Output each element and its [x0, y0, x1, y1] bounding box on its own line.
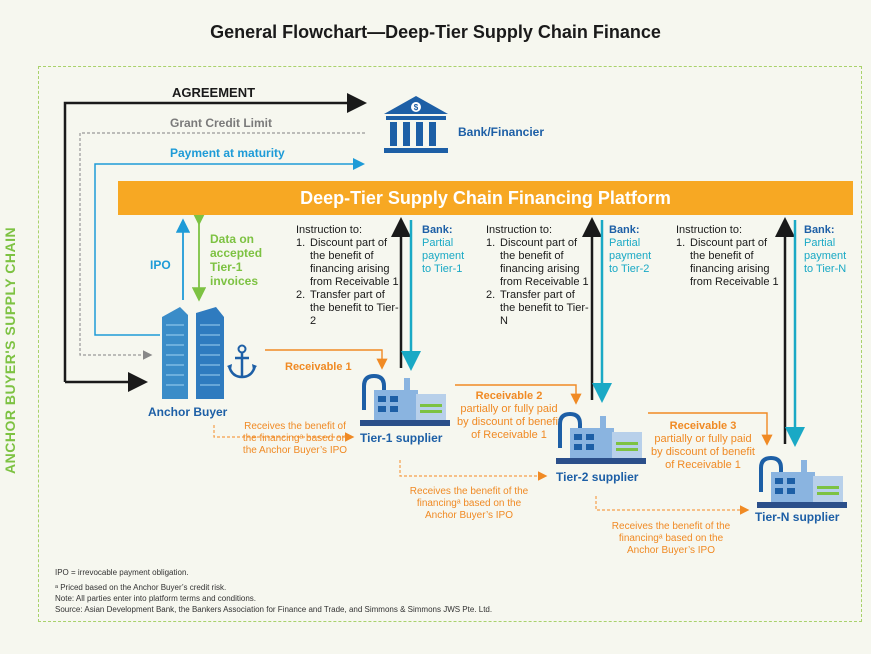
svg-text:$: $	[414, 103, 419, 112]
benefit-2-arrow	[400, 460, 545, 476]
benefit-tier-1: Receives the benefit of the financingᵃ b…	[236, 421, 354, 457]
anchor-buyer-label: Anchor Buyer	[148, 406, 227, 419]
receivable-3-block: Receivable 3 partially or fully paid by …	[650, 420, 756, 472]
anchor-buyer-building-icon	[160, 307, 226, 399]
footnote-line: ᵃ Priced based on the Anchor Buyer’s cre…	[55, 582, 492, 593]
bank-icon: $	[382, 94, 450, 158]
footnote-line: IPO = irrevocable payment obligation.	[55, 567, 492, 578]
tier-1-factory-icon	[360, 370, 450, 430]
receivable-1-label: Receivable 1	[285, 361, 352, 374]
instruction-heading: Instruction to:	[486, 224, 590, 237]
data-invoices-label: Data on accepted Tier-1 invoices	[210, 232, 270, 288]
instruction-item: 2.Transfer part of the benefit to Tier-N	[486, 289, 590, 328]
footnote-line: Note: All parties enter into platform te…	[55, 593, 492, 604]
tier-n-factory-icon	[757, 452, 847, 512]
agreement-label: AGREEMENT	[172, 86, 255, 99]
anchor-icon	[226, 344, 258, 380]
tier-n-supplier-label: Tier-N supplier	[755, 511, 839, 524]
instruction-item: 2.Transfer part of the benefit to Tier-2	[296, 289, 400, 328]
receivable-2-block: Receivable 2 partially or fully paid by …	[456, 390, 562, 442]
tier-2-factory-icon	[556, 408, 646, 468]
instruction-heading: Instruction to:	[676, 224, 780, 237]
instruction-block-2: Instruction to: 1.Discount part of the b…	[486, 224, 590, 328]
financing-platform-bar: Deep-Tier Supply Chain Financing Platfor…	[118, 181, 853, 215]
instruction-block-1: Instruction to: 1.Discount part of the b…	[296, 224, 400, 328]
footnote-line: Source: Asian Development Bank, the Bank…	[55, 604, 492, 615]
benefit-3-arrow	[596, 496, 747, 510]
tier-2-supplier-label: Tier-2 supplier	[556, 471, 638, 484]
instruction-block-3: Instruction to: 1.Discount part of the b…	[676, 224, 780, 289]
payment-maturity-label: Payment at maturity	[170, 147, 285, 160]
bank-payment-2: Bank: Partial payment to Tier-2	[609, 224, 657, 276]
benefit-tier-n: Receives the benefit of the financingᵃ b…	[606, 521, 736, 557]
instruction-item: 1.Discount part of the benefit of financ…	[296, 237, 400, 289]
instruction-item: 1.Discount part of the benefit of financ…	[676, 237, 780, 289]
ipo-label: IPO	[150, 259, 171, 272]
tier-1-supplier-label: Tier-1 supplier	[360, 432, 442, 445]
bank-payment-3: Bank: Partial payment to Tier-N	[804, 224, 854, 276]
instruction-heading: Instruction to:	[296, 224, 400, 237]
footnotes: IPO = irrevocable payment obligation. ᵃ …	[55, 567, 492, 615]
bank-payment-1: Bank: Partial payment to Tier-1	[422, 224, 470, 276]
credit-limit-label: Grant Credit Limit	[170, 117, 272, 130]
benefit-tier-2: Receives the benefit of the financingᵃ b…	[408, 486, 530, 522]
bank-label: Bank/Financier	[458, 126, 544, 139]
instruction-item: 1.Discount part of the benefit of financ…	[486, 237, 590, 289]
